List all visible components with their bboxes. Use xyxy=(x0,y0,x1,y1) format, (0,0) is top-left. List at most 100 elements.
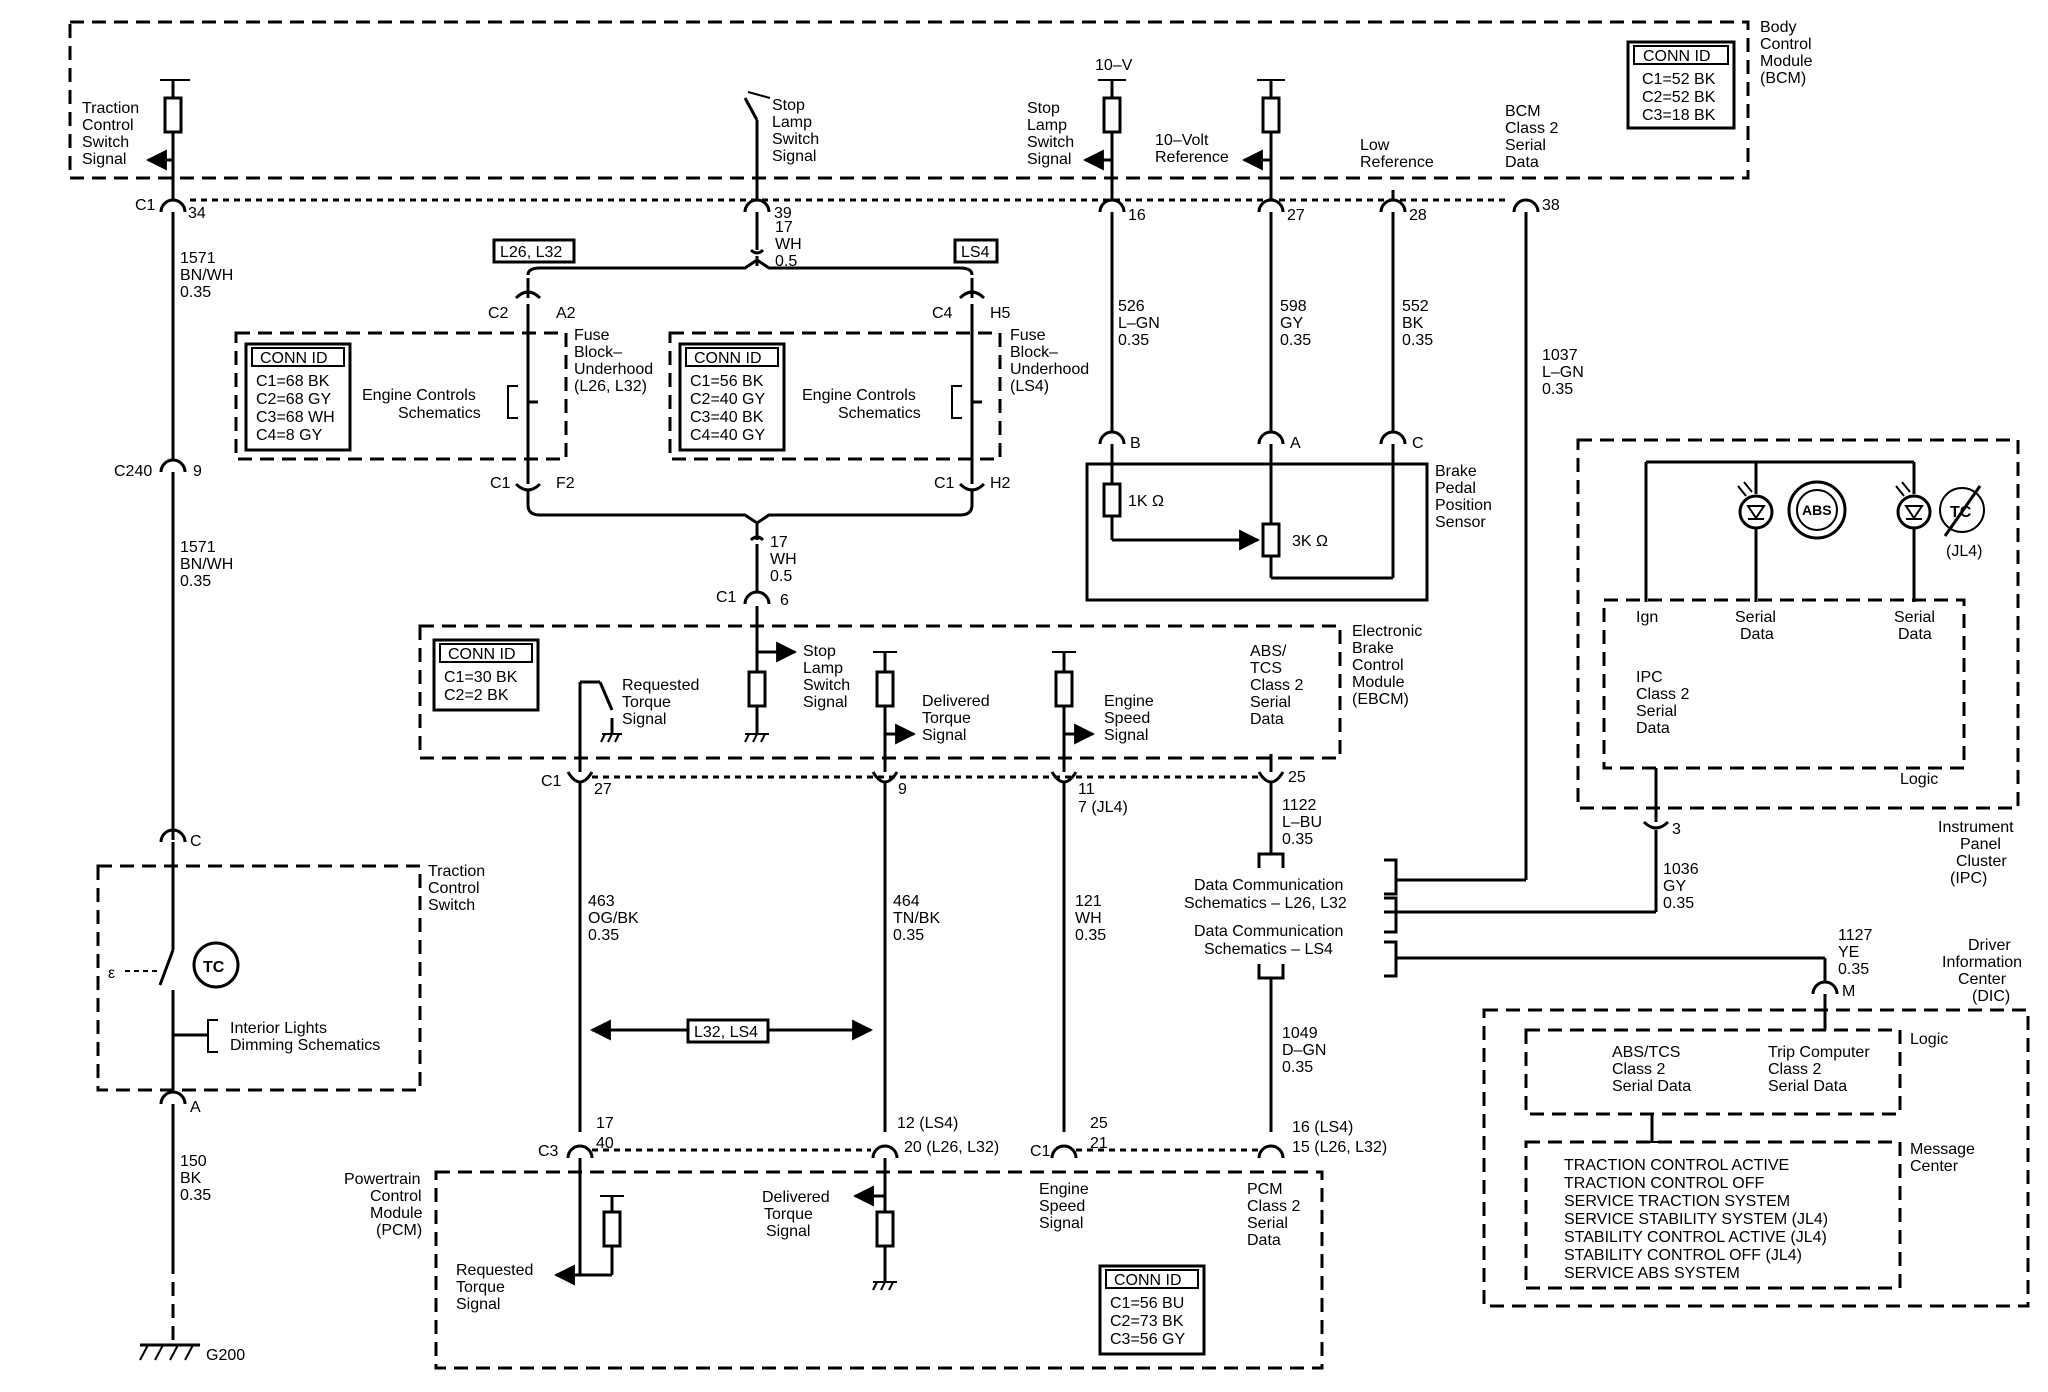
svg-text:1127: 1127 xyxy=(1838,927,1873,944)
svg-text:C1: C1 xyxy=(135,197,156,214)
svg-text:Schematics – L26, L32: Schematics – L26, L32 xyxy=(1184,895,1347,912)
svg-text:Sensor: Sensor xyxy=(1435,514,1486,531)
svg-text:0.35: 0.35 xyxy=(588,927,619,944)
svg-text:Module: Module xyxy=(1760,53,1813,70)
bcm-stop-lamp-switch: Stop Lamp Switch Signal xyxy=(743,91,819,200)
svg-text:BN/WH: BN/WH xyxy=(180,267,233,284)
svg-text:Torque: Torque xyxy=(456,1279,505,1296)
option-tag-l26-l32: L26, L32 xyxy=(492,238,576,264)
pcm-engine-speed: Engine Speed Signal xyxy=(1039,1181,1089,1232)
svg-text:526: 526 xyxy=(1118,298,1145,315)
svg-text:Signal: Signal xyxy=(456,1296,500,1313)
svg-text:GY: GY xyxy=(1280,315,1303,332)
svg-text:150: 150 xyxy=(180,1153,207,1170)
svg-text:L–BU: L–BU xyxy=(1282,814,1322,831)
svg-text:1571: 1571 xyxy=(180,539,216,556)
svg-text:C1=56 BK: C1=56 BK xyxy=(690,373,764,390)
wire-1127: 1127 YE 0.35 M xyxy=(1811,927,1873,1030)
svg-text:C3=40 BK: C3=40 BK xyxy=(690,409,764,426)
svg-text:464: 464 xyxy=(893,893,920,910)
svg-text:Control: Control xyxy=(370,1188,422,1205)
wire-1037: 1037 L–GN 0.35 xyxy=(1524,212,1584,880)
svg-text:C1: C1 xyxy=(490,475,511,492)
svg-text:(BCM): (BCM) xyxy=(1760,70,1806,87)
svg-text:CONN ID: CONN ID xyxy=(694,350,762,367)
pcm-delivered-torque: Delivered Torque Signal xyxy=(762,1158,897,1291)
svg-text:Class 2: Class 2 xyxy=(1636,686,1689,703)
ipc-logic-box xyxy=(1602,598,1966,770)
svg-text:C4=8 GY: C4=8 GY xyxy=(256,427,323,444)
wire-1571-label-a: 1571 BN/WH 0.35 xyxy=(180,250,233,301)
svg-text:C2=2 BK: C2=2 BK xyxy=(444,687,509,704)
connector-c240: C240 9 xyxy=(114,458,202,840)
svg-text:Brake: Brake xyxy=(1352,640,1394,657)
svg-text:L–GN: L–GN xyxy=(1118,315,1160,332)
svg-text:28: 28 xyxy=(1409,207,1427,224)
svg-text:Instrument: Instrument xyxy=(1938,819,2014,836)
svg-text:Data: Data xyxy=(1250,711,1284,728)
svg-text:10–Volt: 10–Volt xyxy=(1155,132,1209,149)
svg-text:Class 2: Class 2 xyxy=(1250,677,1303,694)
svg-text:C1=52 BK: C1=52 BK xyxy=(1642,71,1716,88)
data-communication-ls4: Data Communication Schematics – LS4 xyxy=(1194,923,1827,982)
svg-text:Traction: Traction xyxy=(428,863,485,880)
ebcm-engine-speed: Engine Speed Signal xyxy=(1052,651,1154,772)
wire-526: 526 L–GN 0.35 xyxy=(1110,212,1160,432)
svg-text:40: 40 xyxy=(596,1135,614,1152)
svg-text:Driver: Driver xyxy=(1968,937,2011,954)
svg-text:3: 3 xyxy=(1672,821,1681,838)
svg-text:CONN ID: CONN ID xyxy=(1643,48,1711,65)
ebcm-connector-c1: C1 27 9 11 7 (JL4) 25 xyxy=(541,769,1306,816)
bcm-10v-supply: 10–V Stop Lamp Switch Signal xyxy=(1027,57,1133,200)
svg-text:PCM: PCM xyxy=(1247,1181,1283,1198)
svg-text:0.35: 0.35 xyxy=(1118,332,1149,349)
svg-text:C2=40 GY: C2=40 GY xyxy=(690,391,765,408)
svg-text:552: 552 xyxy=(1402,298,1429,315)
svg-text:9: 9 xyxy=(193,463,202,480)
data-communication-l26-l32: Data Communication Schematics – L26, L32 xyxy=(1184,858,1656,934)
svg-text:Serial: Serial xyxy=(1894,609,1935,626)
svg-text:0.35: 0.35 xyxy=(180,573,211,590)
svg-text:21: 21 xyxy=(1090,1135,1108,1152)
fuse-ls4-wiring: C4 H5 Engine Controls Schematics C1 H2 xyxy=(802,278,1011,505)
tc-off-icon xyxy=(1939,487,1985,533)
bcm-tcs-signal: Traction Control Switch Signal xyxy=(82,79,190,200)
svg-text:0.35: 0.35 xyxy=(1282,1059,1313,1076)
ebcm-abs-tcs-serial: ABS/ TCS Class 2 Serial Data xyxy=(1250,643,1303,772)
svg-text:Serial Data: Serial Data xyxy=(1612,1078,1691,1095)
svg-text:0.35: 0.35 xyxy=(1282,831,1313,848)
svg-text:C: C xyxy=(190,833,202,850)
svg-text:1122: 1122 xyxy=(1282,797,1317,814)
svg-text:(LS4): (LS4) xyxy=(1010,378,1049,395)
svg-text:C: C xyxy=(1412,435,1424,452)
svg-text:Lamp: Lamp xyxy=(772,114,812,131)
brake-pedal-position-sensor-box xyxy=(1085,462,1429,602)
svg-text:ABS/TCS: ABS/TCS xyxy=(1612,1044,1680,1061)
svg-text:Body: Body xyxy=(1760,19,1796,36)
svg-text:TRACTION CONTROL OFF: TRACTION CONTROL OFF xyxy=(1564,1175,1765,1192)
fuse-l26-wiring: C2 A2 Engine Controls Schematics C1 F2 xyxy=(362,278,576,505)
svg-text:Module: Module xyxy=(370,1205,423,1222)
svg-text:TCS: TCS xyxy=(1250,660,1282,677)
svg-text:20 (L26, L32): 20 (L26, L32) xyxy=(904,1139,999,1156)
svg-text:BN/WH: BN/WH xyxy=(180,556,233,573)
wire-17-lower: 17 WH 0.5 C1 6 xyxy=(526,504,974,609)
svg-text:0.35: 0.35 xyxy=(893,927,924,944)
svg-text:ABS: ABS xyxy=(1802,502,1832,518)
svg-text:C4: C4 xyxy=(932,305,953,322)
svg-text:H5: H5 xyxy=(990,305,1011,322)
svg-text:11: 11 xyxy=(1078,781,1095,798)
svg-text:C2=68 GY: C2=68 GY xyxy=(256,391,331,408)
wire-1122: 1122 L–BU 0.35 xyxy=(1257,782,1322,868)
traction-control-switch-box xyxy=(96,864,422,1092)
svg-text:25: 25 xyxy=(1090,1115,1108,1132)
svg-text:Dimming Schematics: Dimming Schematics xyxy=(230,1037,380,1054)
svg-text:GY: GY xyxy=(1663,878,1686,895)
svg-text:Engine Controls: Engine Controls xyxy=(362,387,476,404)
svg-text:C1: C1 xyxy=(1030,1143,1051,1160)
fuse-block-ls4 xyxy=(668,331,1002,461)
svg-text:STABILITY CONTROL ACTIVE (JL4): STABILITY CONTROL ACTIVE (JL4) xyxy=(1564,1229,1827,1246)
svg-text:Position: Position xyxy=(1435,497,1492,514)
svg-text:1571: 1571 xyxy=(180,250,216,267)
